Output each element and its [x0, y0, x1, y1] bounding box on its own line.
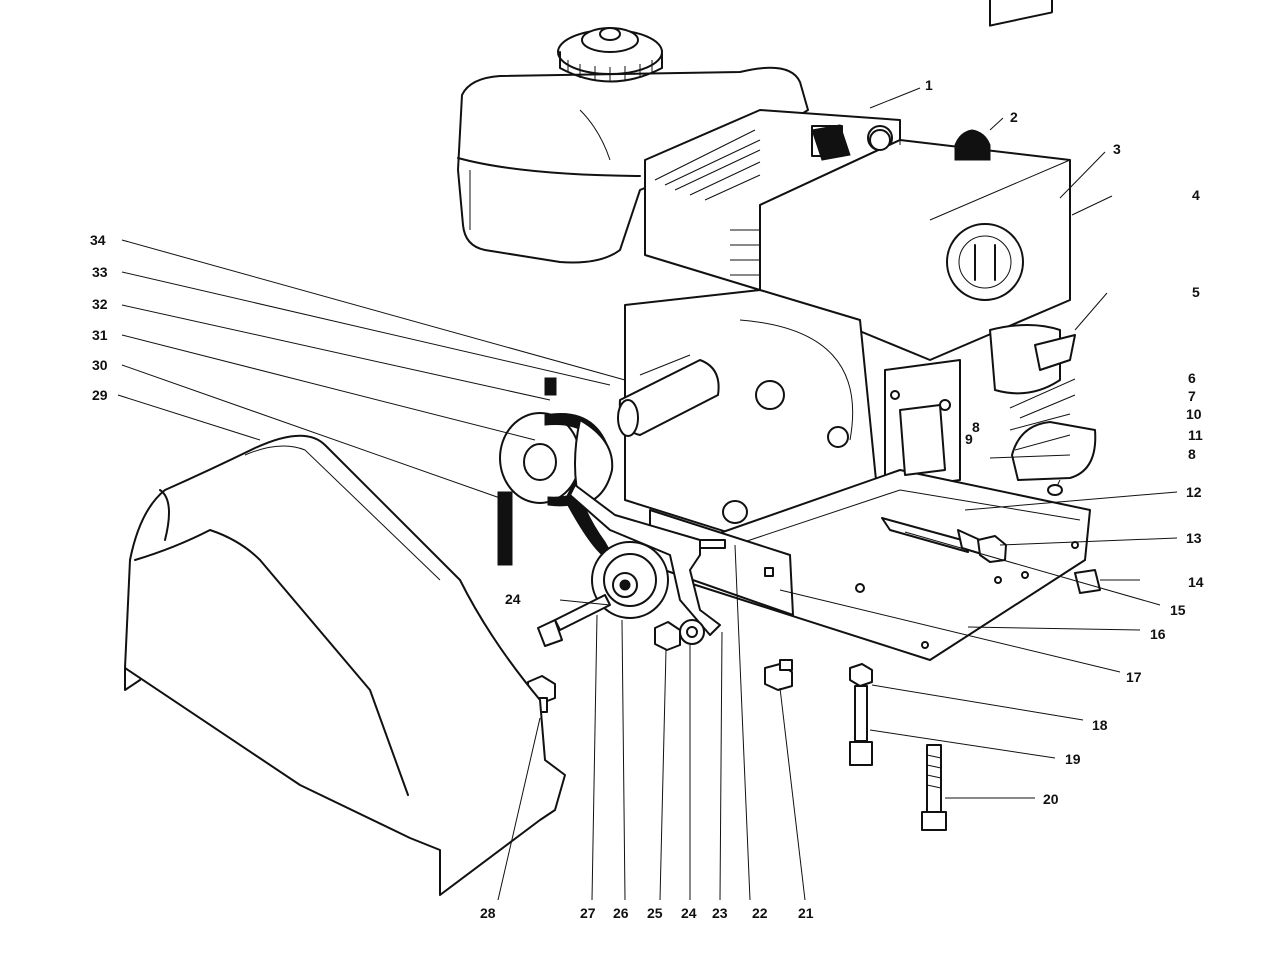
- callout-23: 23: [712, 905, 728, 921]
- throttle-control-bracket: [899, 404, 946, 476]
- callout-27: 27: [580, 905, 596, 921]
- callout-24a: 24: [681, 905, 697, 921]
- callout-labels: 1 2 3 4 5 6 7 8 9 10 11 8 12 13 14 15 16…: [90, 77, 1204, 921]
- callout-34: 34: [90, 232, 106, 248]
- ground-wire: [1011, 421, 1097, 496]
- choke-lever: [811, 124, 891, 161]
- callout-13: 13: [1186, 530, 1202, 546]
- setscrew: [544, 377, 557, 396]
- carburetor-assembly: [989, 324, 1076, 395]
- callout-30: 30: [92, 357, 108, 373]
- cable-clip: [1074, 569, 1101, 594]
- callout-19: 19: [1065, 751, 1081, 767]
- callout-14: 14: [1188, 574, 1204, 590]
- callout-5: 5: [1192, 284, 1200, 300]
- callout-29: 29: [92, 387, 108, 403]
- callout-11: 11: [1188, 427, 1203, 443]
- leader-lines: [117, 87, 1178, 901]
- callout-7: 7: [1188, 388, 1196, 404]
- callout-32: 32: [92, 296, 108, 312]
- crankshaft: [617, 354, 720, 437]
- callout-18: 18: [1092, 717, 1108, 733]
- callout-4: 4: [1192, 187, 1200, 203]
- callout-12: 12: [1186, 484, 1202, 500]
- callout-33: 33: [92, 264, 108, 280]
- callout-2: 2: [1010, 109, 1018, 125]
- callout-1: 1: [925, 77, 933, 93]
- callout-25: 25: [647, 905, 663, 921]
- callout-10: 10: [1186, 406, 1202, 422]
- long-bolt: [921, 744, 947, 831]
- callout-21: 21: [798, 905, 814, 921]
- belt-guard-shroud: [124, 434, 566, 896]
- callout-22: 22: [752, 905, 768, 921]
- carriage-bolt: [764, 659, 793, 691]
- fuel-cap: [557, 27, 663, 83]
- nut-and-washers: [654, 500, 748, 651]
- callout-3: 3: [1113, 141, 1121, 157]
- idler-arm: [569, 484, 721, 636]
- callout-16: 16: [1150, 626, 1166, 642]
- callout-26: 26: [613, 905, 629, 921]
- callout-20: 20: [1043, 791, 1059, 807]
- callout-9: 9: [965, 431, 973, 447]
- callout-17: 17: [1126, 669, 1142, 685]
- primer-button: [954, 129, 991, 161]
- callout-24b: 24: [505, 591, 521, 607]
- callout-8b: 8: [1188, 446, 1196, 462]
- engine-pulley: [499, 412, 614, 507]
- engine-mounting-bolt: [849, 663, 873, 766]
- callout-15: 15: [1170, 602, 1186, 618]
- idler-pulley: [591, 541, 669, 619]
- callout-8a: 8: [972, 419, 980, 435]
- callout-28: 28: [480, 905, 496, 921]
- callout-6: 6: [1188, 370, 1196, 386]
- callout-31: 31: [92, 327, 108, 343]
- recoil-starter-handle: [946, 223, 1024, 301]
- idler-bolt: [537, 594, 611, 647]
